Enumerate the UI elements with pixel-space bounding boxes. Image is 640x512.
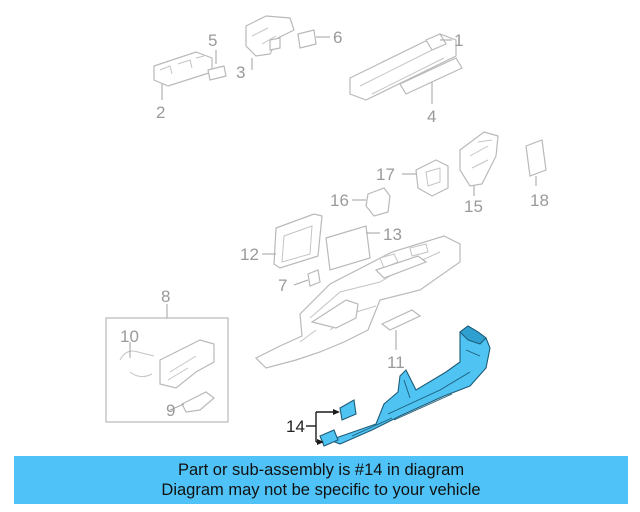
callout-18: 18 [530, 191, 549, 210]
dashboard-frame [254, 235, 461, 369]
part-5-clip [207, 50, 227, 81]
part-3-bracket [245, 15, 295, 70]
callout-2: 2 [156, 103, 165, 122]
callout-16: 16 [330, 191, 349, 210]
inset-box [105, 304, 229, 423]
part-18-panel [525, 139, 547, 186]
part-13-cover [325, 225, 380, 271]
part-14-highlighted-panel [319, 325, 491, 447]
callout-6: 6 [333, 28, 342, 47]
part-17-bezel [402, 159, 449, 197]
part-info-banner: Part or sub-assembly is #14 in diagram D… [14, 456, 628, 504]
part-6-plate [297, 29, 330, 49]
callout-13: 13 [383, 225, 402, 244]
callout-4: 4 [427, 107, 436, 126]
part-15-trim [459, 131, 499, 196]
callout-14-leader [306, 409, 340, 445]
callout-11: 11 [387, 353, 405, 372]
callout-15: 15 [464, 197, 483, 216]
callout-17: 17 [376, 165, 395, 184]
callout-3: 3 [236, 63, 245, 82]
banner-line-2: Diagram may not be specific to your vehi… [161, 481, 481, 499]
callout-14: 14 [286, 417, 305, 436]
part-1-upper-panel [349, 33, 457, 101]
callout-12: 12 [240, 245, 259, 264]
callout-5: 5 [208, 31, 217, 50]
callout-7: 7 [278, 276, 287, 295]
part-7-clip [293, 269, 321, 287]
callout-8: 8 [161, 287, 170, 306]
part-4-strip [399, 57, 463, 104]
banner-line-1: Part or sub-assembly is #14 in diagram [177, 461, 465, 479]
part-2-bracket [153, 51, 213, 100]
callout-10: 10 [120, 327, 139, 346]
part-16-connector [352, 187, 391, 217]
parts-diagram: 2 5 3 6 1 4 15 1 [105, 15, 549, 447]
callout-9: 9 [166, 401, 175, 420]
part-11-rail [380, 309, 422, 350]
callout-1: 1 [454, 31, 463, 50]
part-12-display [262, 213, 323, 269]
